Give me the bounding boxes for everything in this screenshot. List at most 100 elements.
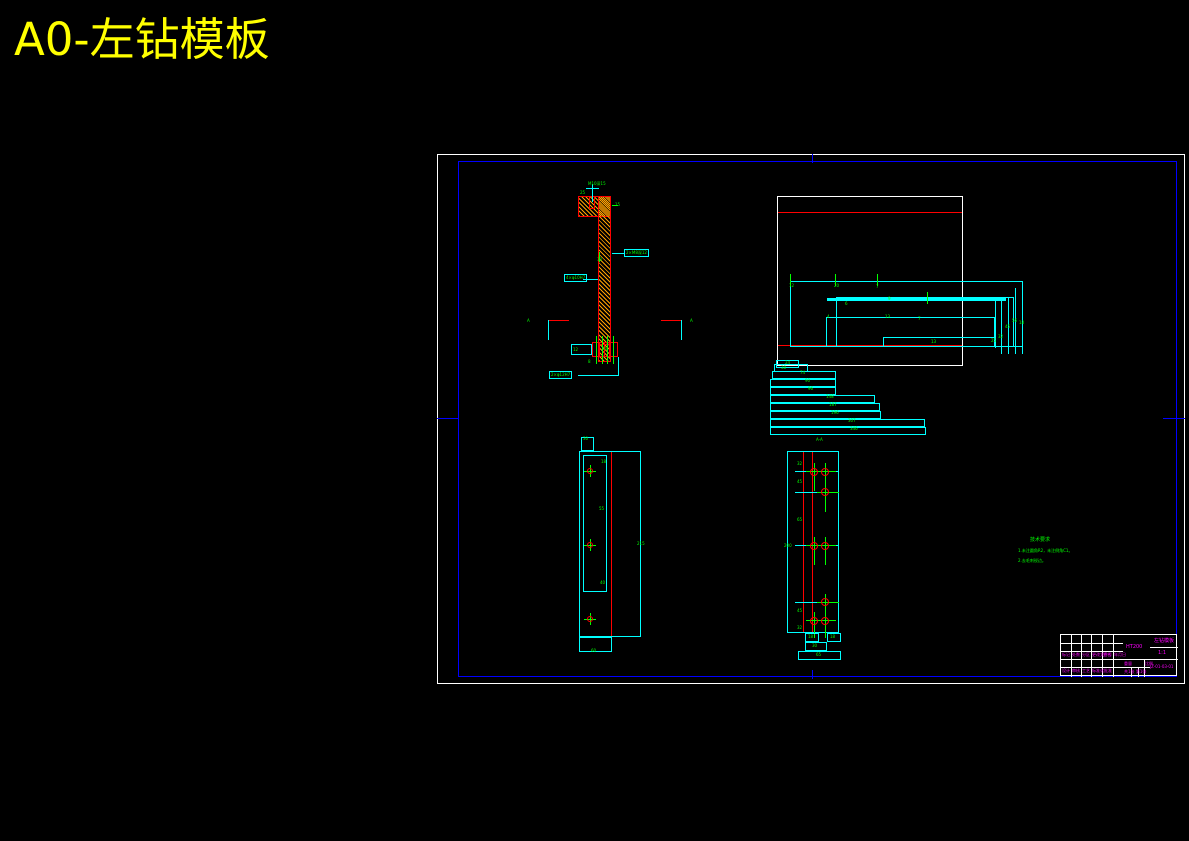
tb-row0-c0: 标记: [1062, 652, 1070, 657]
section-bushing-line-2: [604, 342, 605, 357]
tb-row3-c3: 批准: [1104, 668, 1112, 673]
tb-row0-c4: 签名: [1103, 652, 1111, 657]
tr-vdim-4: [1015, 288, 1016, 354]
section-top-bore-centerline: [592, 184, 593, 202]
tb-grid-h1: [1061, 643, 1123, 644]
leader-line-2x12h7-h: [578, 375, 619, 376]
tr-vdim-text-4: 56: [1012, 318, 1018, 323]
section-dim-s5: 12: [573, 347, 579, 352]
section-dim-s3: 15: [615, 202, 621, 207]
tb-grid-v1: [1071, 635, 1072, 677]
tb-scale-label: 比例: [1145, 661, 1153, 666]
tr-vdim-text-5: 18: [1019, 320, 1025, 325]
bl-dim-18: 18: [601, 459, 607, 464]
tr-witness-3: [877, 274, 878, 286]
tr-ref-line-top: [778, 212, 962, 213]
tr-step-rect-3: [827, 298, 1006, 301]
tb-row2-c0: 审核: [1072, 668, 1080, 673]
tr-vt-1: 12: [789, 283, 795, 288]
tr-ht-346: 346: [850, 426, 858, 431]
technical-notes-heading: 技术要求: [1030, 537, 1051, 543]
tr-ht-196: 196: [831, 410, 839, 415]
section-foot-left-dimbox: [571, 344, 592, 355]
tr-vt-4: 9: [888, 296, 891, 301]
aa-bt-2: 18: [830, 634, 836, 639]
tr-vt-5: 6: [845, 301, 848, 306]
leader-line-2x12h7-v: [618, 357, 619, 376]
tr-lt-b: 38: [781, 365, 787, 370]
aa-dim-outer: [787, 451, 839, 633]
section-dim-s7: 8: [588, 359, 591, 364]
aa-dim-45-bot: 45: [797, 608, 803, 613]
tb-drawing-number: JZ-01-03-01: [1150, 664, 1174, 669]
section-cut-tick-right: [681, 320, 682, 340]
tr-ht-187: 187: [829, 402, 837, 407]
tb-sheet-label: 共1张 第1张: [1124, 669, 1147, 674]
title-block[interactable]: 标记 处数 分区 更改文件号 签名 年月日 设计 审核 工艺 标准化 批准 HT…: [1060, 634, 1178, 677]
tb-right-h2: [1150, 659, 1178, 660]
leader-label-4x10h7: 4×φ10H7: [564, 274, 588, 282]
tr-ht-148: 148: [826, 394, 834, 399]
technical-notes-item-2: 2.去毛刺锐边。: [1018, 558, 1046, 563]
bl-dim-215: 215: [637, 541, 645, 546]
tb-grid-h2: [1061, 651, 1123, 652]
tr-hdim-148: [770, 395, 875, 403]
aa-dim-32-top: 32: [797, 461, 803, 466]
bl-dim-55: 55: [599, 506, 605, 511]
tb-grid-h3: [1061, 659, 1123, 660]
tr-ref-line-mid: [778, 345, 962, 346]
tb-mid-h2: [1123, 667, 1150, 668]
section-bushing-line-3: [609, 342, 610, 357]
tr-hdim-96: [770, 387, 836, 395]
tb-row1-c3: 标准化: [1092, 668, 1104, 673]
leader-label-2x12h7: 2×φ12H7: [549, 371, 573, 379]
section-top-bore-left: [589, 196, 590, 208]
aa-dim-32-bot: 32: [797, 625, 803, 630]
tr-vdim-text-3: 45: [1005, 324, 1011, 329]
aa-bt-4: 65: [816, 652, 822, 657]
tr-hdim-346: [770, 427, 926, 435]
tr-witness-4: [927, 292, 928, 304]
tr-vt-7: 13: [885, 314, 891, 319]
leader-label-2xm8: 2×M8深12: [624, 249, 649, 257]
tb-mid-v2: [1138, 667, 1139, 677]
aa-dim-mid: 65: [797, 517, 803, 522]
section-bushing-cl-2: [602, 336, 603, 364]
section-bushing-cl-1: [596, 336, 597, 364]
tr-hdim-187: [770, 403, 880, 411]
section-mark-label-left: A: [527, 318, 530, 323]
section-aa-title: A-A: [816, 437, 823, 442]
tr-vt-6: 4: [827, 314, 830, 319]
tb-row1-c0: 设计: [1062, 668, 1070, 673]
tb-mid-v3: [1144, 659, 1145, 677]
aa-bottom-dim-3: [805, 642, 827, 651]
tr-vt-9: 13: [931, 339, 937, 344]
tb-row0-c3: 更改文件号: [1092, 652, 1112, 657]
bl-bottom-tab: [579, 637, 612, 652]
tb-grid-v3: [1091, 635, 1092, 677]
aa-bottom-dim-2: [827, 633, 841, 642]
bl-bottom-tab-text: 60: [591, 648, 597, 653]
tb-scale-value: 1:1: [1158, 650, 1167, 656]
tb-mid-v1: [1131, 667, 1132, 677]
tr-vt-8: 7: [918, 316, 921, 321]
tr-vdim-5: [1022, 281, 1023, 354]
section-bushing-cl-4: [613, 336, 614, 364]
aa-dim-200: 200: [784, 543, 792, 548]
section-top-bore-bottom: [589, 208, 595, 209]
center-tick-top: [812, 154, 813, 163]
tr-lt-a: 24: [785, 360, 791, 365]
tb-grid-v4: [1102, 635, 1103, 677]
section-cut-line-right: [661, 320, 682, 321]
tr-hdim-307: [770, 419, 925, 427]
section-mark-label-right: A: [690, 318, 693, 323]
section-top-bore-dimline: [586, 188, 599, 189]
section-bushing-line-1: [599, 342, 600, 357]
section-flange-right-mark: [612, 205, 618, 206]
center-tick-right: [1163, 418, 1185, 419]
tr-vdim-3: [1008, 298, 1009, 354]
leader-line-4x10h7: [583, 279, 598, 280]
bl-top-tab: [581, 437, 594, 451]
aa-dim-45-top: 45: [797, 479, 803, 484]
tr-step-rect-5: [883, 337, 995, 347]
